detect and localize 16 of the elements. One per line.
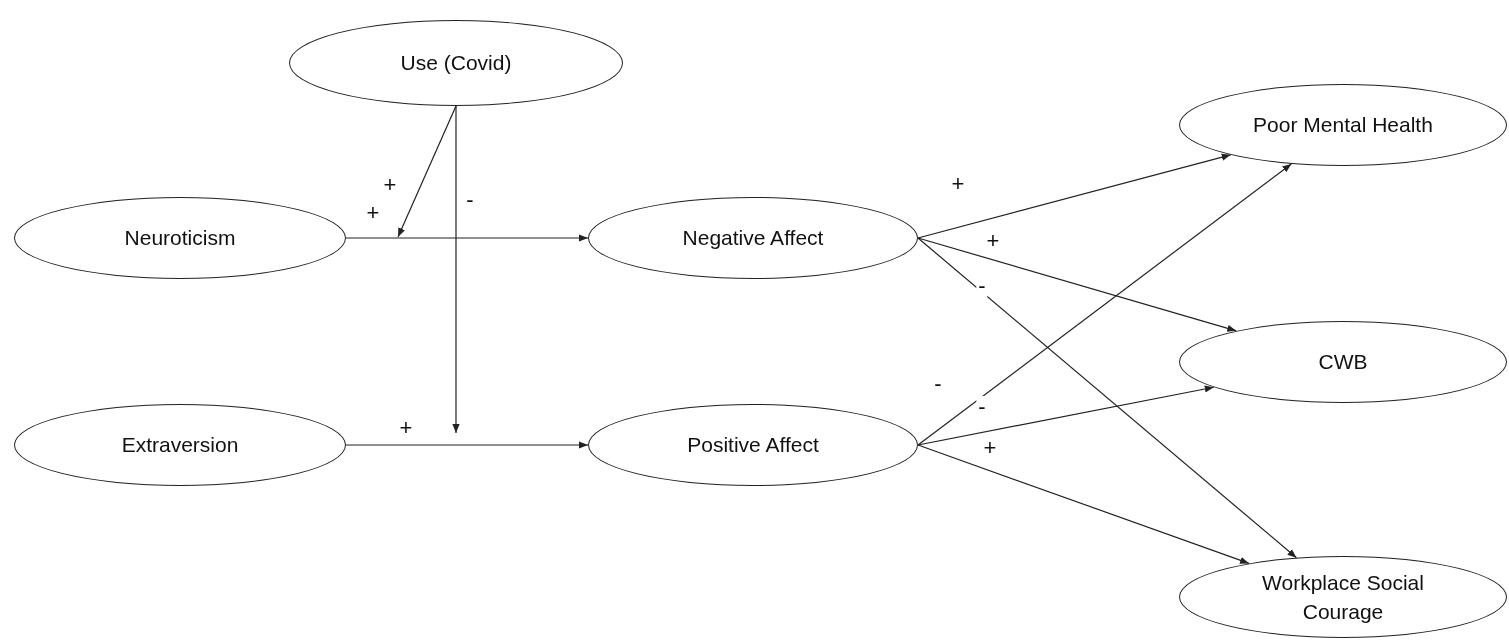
node-label: CWB (1318, 349, 1368, 376)
node-label: Neuroticism (124, 225, 236, 252)
node-label: Workplace Social Courage (1261, 569, 1425, 625)
node-label: Use (Covid) (400, 50, 512, 77)
arrow (345, 234, 589, 242)
arrow (345, 441, 589, 449)
node-label: Negative Affect (682, 225, 824, 252)
arrow (917, 444, 1250, 564)
node-label: Extraversion (121, 432, 239, 459)
arrow (917, 237, 1237, 332)
arrow (397, 105, 457, 238)
node-label: Poor Mental Health (1253, 112, 1433, 139)
arrow (452, 105, 460, 434)
arrow (917, 385, 1215, 446)
node-label: Positive Affect (687, 432, 819, 459)
arrow (917, 153, 1232, 239)
